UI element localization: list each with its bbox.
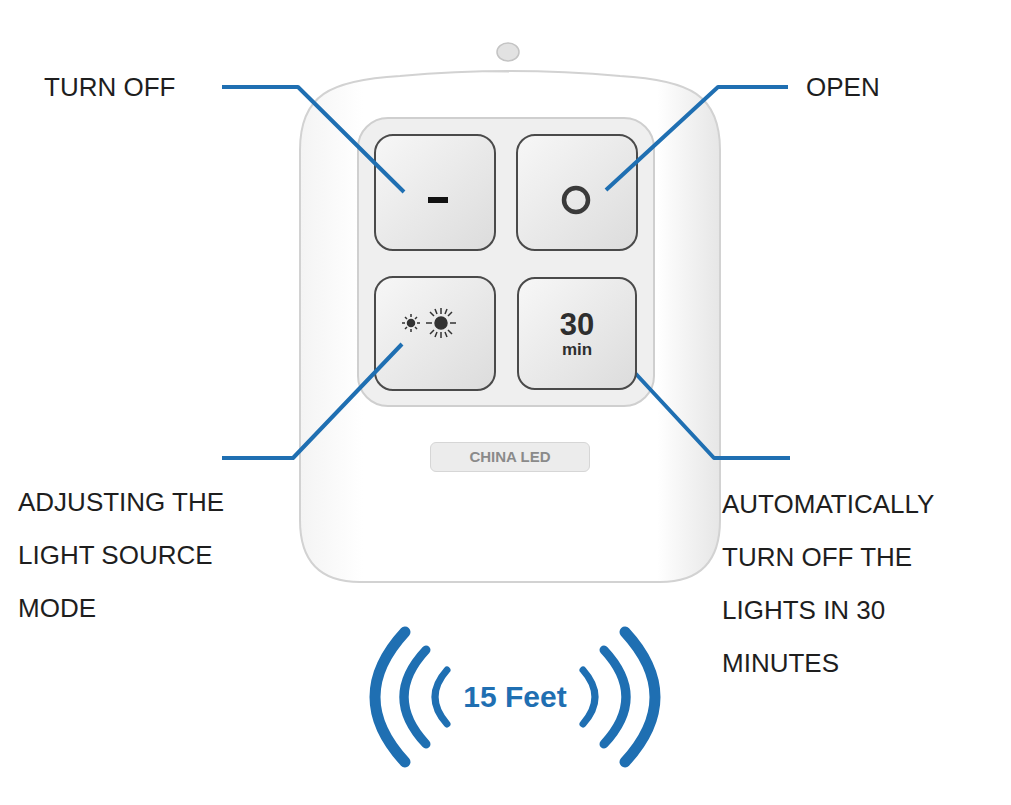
leader-lines [222,87,790,458]
button-number: 30 [560,309,594,341]
mode-button [375,277,495,390]
callout-label: TURN OFF [44,70,219,104]
range-label: 15 Feet [452,678,578,716]
off-button [375,135,495,250]
callout-label: AUTOMATICALLY TURN OFF THE LIGHTS IN 30 … [722,478,990,690]
leader-line [610,346,790,458]
leader-line [606,87,788,190]
callout-label: ADJUSTING THE LIGHT SOURCE MODE [18,476,280,635]
sun-symbols [402,308,456,338]
brand-text: CHINA LED [469,448,550,466]
leader-line [222,87,404,192]
timer-button: 30min [517,277,637,390]
minus-symbol [428,197,448,203]
open-button [517,135,637,250]
remote-body [300,71,720,582]
leader-line [222,344,402,458]
button-unit: min [562,341,592,359]
callout-label: OPEN [806,70,986,104]
remote-nub [497,43,519,61]
button-panel [358,118,654,406]
circle-symbol [564,188,588,212]
signal-waves [375,632,655,762]
brand-badge: CHINA LED [430,442,590,472]
